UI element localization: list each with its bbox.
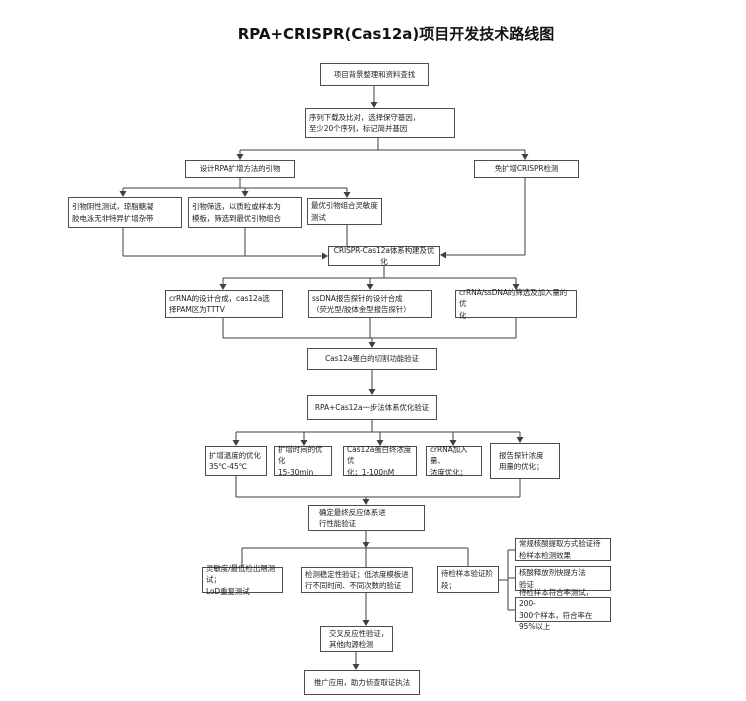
flow-node-rapid-release: 核酸释放剂快提方法 验证 [515,566,611,591]
flow-node-sample-validation: 待检样本验证阶 段； [437,566,499,593]
flow-node-routine-extraction: 常规核酸提取方式验证待 检样本检测效果 [515,538,611,561]
flow-node-amp-temperature: 扩增温度的优化 35℃-45℃ [205,446,267,476]
flow-node-project-background: 项目背景整理和资料查找 [320,63,429,86]
flow-node-final-system: 确定最终反应体系进 行性能验证 [308,505,425,531]
flow-node-primer-design: 设计RPA扩增方法的引物 [185,160,295,178]
flow-node-amp-free-detection: 免扩增CRISPR检测 [474,160,579,178]
flow-node-primer-screening: 引物筛选，以质粒或样本为 模板，筛选到最优引物组合 [188,197,302,228]
flow-node-sensitivity-lod: 灵敏度/最低检出限测试； LoD重复测试 [202,564,283,596]
flow-node-crispr-system-build: CRISPR-Cas12a体系构建及优化 [328,246,440,266]
flow-node-optimal-primer-sensitivity: 最优引物组合灵敏度 测试 [307,198,382,225]
flow-node-crrna-amount: crRNA加入量、 浓度优化； [426,445,482,477]
flow-node-crrna-design: crRNA的设计合成，cas12a选 择PAM区为TTTV [165,290,283,318]
flow-node-cross-reactivity: 交叉反应性验证， 其他肉源检测 [320,626,393,652]
flow-node-crrna-ssdna-screening: crRNA/ssDNA的筛选及加入量的优 化 [455,288,577,320]
flow-node-concordance-test: 待检样本符合率测试，200- 300个样本，符合率在95%以上 [515,588,611,631]
flow-node-amp-time: 扩增时间的优化 15-30min [274,445,332,477]
flow-node-sequence-alignment: 序列下载及比对，选择保守基因， 至少20个序列，标记简并基因 [305,108,455,138]
flow-node-primer-negative-test: 引物阴性测试，琼脂糖凝 胶电泳无非特异扩增杂带 [68,197,182,228]
flow-node-promotion: 推广应用，助力侦查取证执法 [304,670,420,695]
flow-node-ssdna-probe-design: ssDNA报告探针的设计合成 （荧光型/胶体金型报告探针） [308,290,432,318]
page-title: RPA+CRISPR(Cas12a)项目开发技术路线图 [237,25,555,43]
flow-node-cas12a-concentration: Cas12a蛋白终浓度优 化；1-100nM [343,445,417,477]
flow-node-probe-concentration: 报告探针浓度 用量的优化； [490,443,560,479]
flow-node-stability-test: 检测稳定性验证；低浓度模板进 行不同时间、不同次数的验证 [301,567,413,593]
flow-node-onestep-system: RPA+Cas12a一步法体系优化验证 [307,395,437,420]
flow-node-cas12a-cleavage: Cas12a蛋白的切割功能验证 [307,348,437,370]
